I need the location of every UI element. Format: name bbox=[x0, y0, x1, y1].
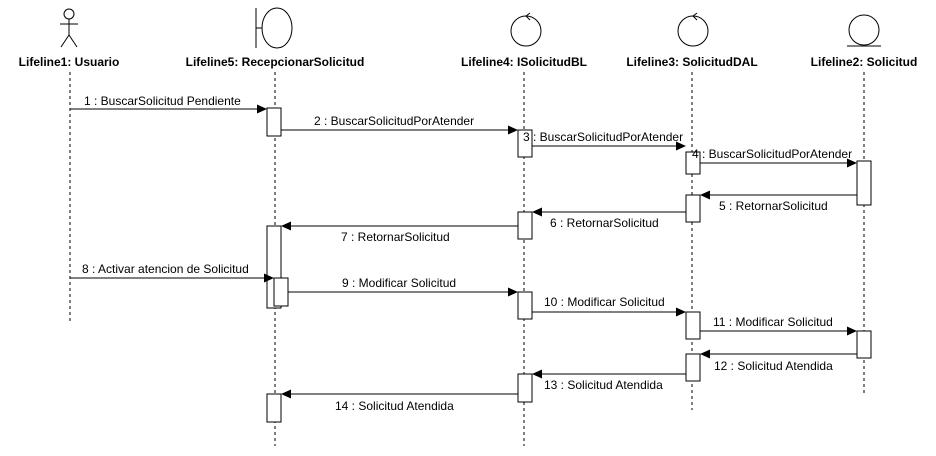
message-11 bbox=[700, 326, 857, 336]
message-3 bbox=[532, 141, 686, 151]
message-7 bbox=[281, 221, 518, 231]
message-label-2: 2 : BuscarSolicitudPorAtender bbox=[314, 114, 474, 128]
activation-bar bbox=[517, 373, 533, 403]
message-14 bbox=[281, 389, 518, 399]
activation-bar bbox=[266, 107, 282, 137]
lifeline-title-recepcionar: Lifeline5: RecepcionarSolicitud bbox=[186, 55, 365, 69]
activation-bar bbox=[517, 129, 533, 158]
message-label-10: 10 : Modificar Solicitud bbox=[544, 295, 665, 309]
message-1 bbox=[70, 104, 267, 114]
message-label-8: 8 : Activar atencion de Solicitud bbox=[82, 262, 249, 276]
message-label-3: 3 : BuscarSolicitudPorAtender bbox=[523, 130, 683, 144]
activation-bar bbox=[266, 393, 282, 423]
message-label-5: 5 : RetornarSolicitud bbox=[719, 199, 828, 213]
message-8 bbox=[70, 273, 274, 283]
message-10 bbox=[532, 307, 686, 317]
message-2 bbox=[281, 125, 518, 135]
boundary-icon bbox=[255, 7, 293, 49]
lifeline-title-solicitud: Lifeline2: Solicitud bbox=[811, 55, 918, 69]
lifeline-title-isolicitudbl: Lifeline4: ISolicitudBL bbox=[461, 55, 587, 69]
control-icon bbox=[677, 12, 709, 47]
message-label-4: 4 : BuscarSolicitudPorAtender bbox=[692, 147, 852, 161]
lifeline-title-usuario: Lifeline1: Usuario bbox=[19, 55, 120, 69]
entity-icon bbox=[847, 14, 881, 47]
message-9 bbox=[288, 287, 518, 297]
message-label-7: 7 : RetornarSolicitud bbox=[341, 230, 450, 244]
activation-bar bbox=[517, 211, 533, 240]
activation-bar bbox=[685, 311, 701, 340]
lifeline-title-solicituddal: Lifeline3: SolicitudDAL bbox=[626, 55, 757, 69]
activation-bar bbox=[856, 330, 872, 359]
actor-icon bbox=[60, 8, 78, 48]
message-5 bbox=[700, 190, 857, 200]
message-label-6: 6 : RetornarSolicitud bbox=[550, 216, 659, 230]
activation-bar bbox=[273, 277, 289, 307]
activation-bar bbox=[517, 291, 533, 320]
message-label-11: 11 : Modificar Solicitud bbox=[713, 315, 833, 329]
message-6 bbox=[532, 207, 686, 217]
message-12 bbox=[700, 349, 857, 359]
activation-bar bbox=[856, 160, 872, 206]
message-4 bbox=[700, 158, 857, 168]
activation-bar bbox=[685, 194, 701, 223]
control-icon bbox=[510, 12, 542, 47]
message-label-1: 1 : BuscarSolicitud Pendiente bbox=[84, 94, 241, 108]
message-13 bbox=[532, 369, 686, 379]
activation-bar bbox=[685, 353, 701, 382]
message-label-14: 14 : Solicitud Atendida bbox=[335, 399, 454, 413]
message-label-12: 12 : Solicitud Atendida bbox=[714, 359, 833, 373]
message-label-9: 9 : Modificar Solicitud bbox=[342, 276, 456, 290]
message-label-13: 13 : Solicitud Atendida bbox=[544, 378, 663, 392]
